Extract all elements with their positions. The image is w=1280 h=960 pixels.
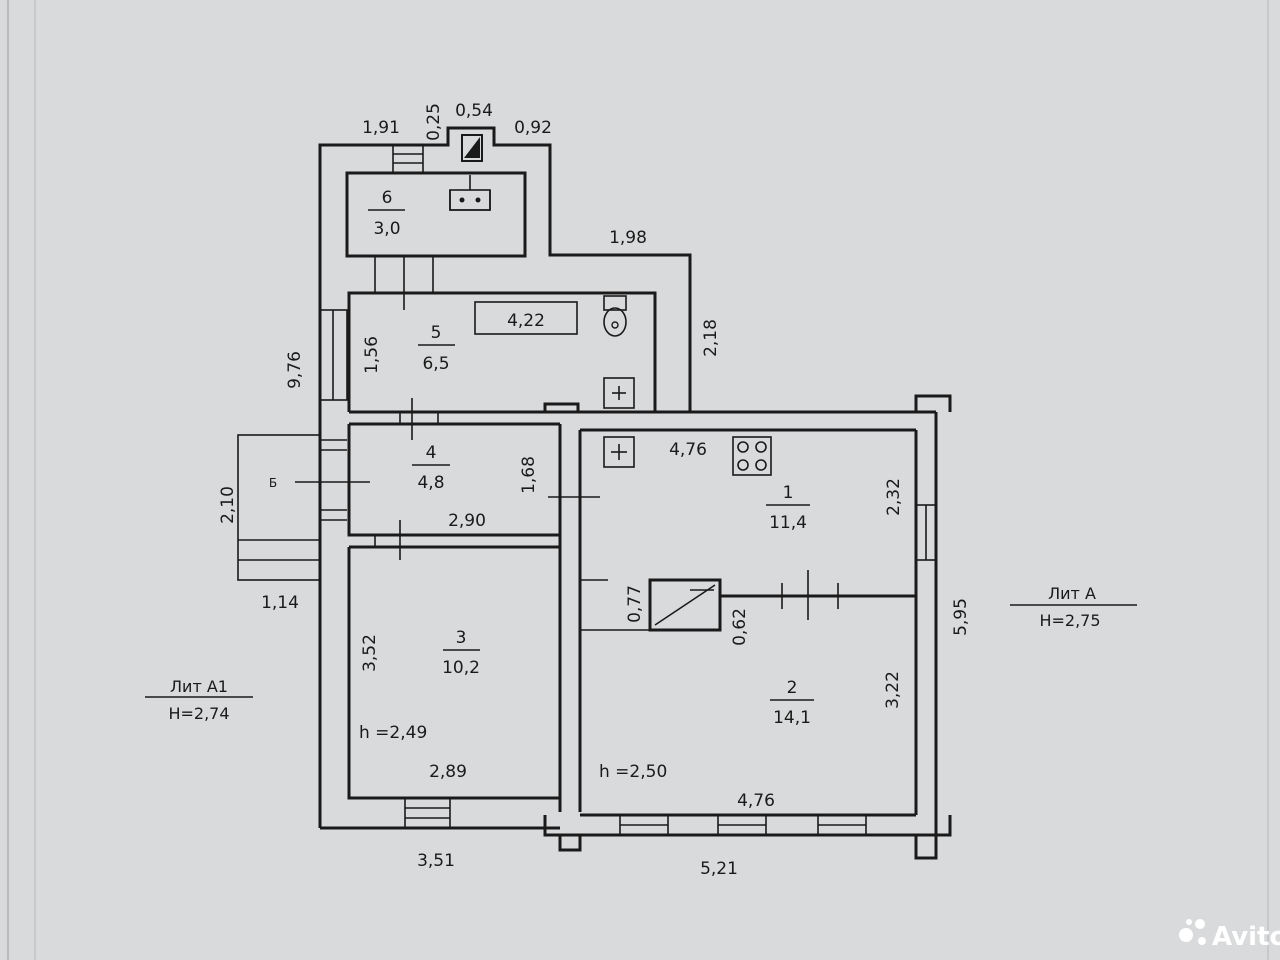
dim-right-annex: 2,18	[701, 319, 721, 357]
log-corner-tl	[543, 402, 580, 412]
room-2-area: 14,1	[773, 708, 811, 728]
washbasin-tap-left	[459, 197, 465, 203]
dim-room4-width: 2,90	[448, 511, 486, 531]
lit-a1-title: Лит А1	[170, 677, 228, 696]
dim-annex-bottom: 3,51	[417, 851, 455, 871]
log-corner-br	[914, 815, 952, 860]
log-corner-tr	[914, 394, 952, 412]
dim-step: 1,98	[609, 228, 647, 248]
room-1-area: 11,4	[769, 513, 807, 533]
dim-porch-width: 1,14	[261, 593, 299, 613]
room2-height: h =2,50	[599, 762, 667, 782]
dim-room4-depth: 1,68	[519, 456, 539, 494]
watermark-dot	[1179, 928, 1193, 942]
stove-burner	[755, 459, 767, 471]
toilet-drain	[611, 321, 619, 329]
window-bottom-room3	[404, 797, 451, 829]
room-1-number: 1	[783, 483, 794, 503]
lit-a1-height: Н=2,74	[168, 704, 229, 723]
boiler-icon-room1	[603, 436, 635, 468]
room3-height: h =2,49	[359, 723, 427, 743]
room-3-number: 3	[456, 628, 467, 648]
dim-main-bottom: 5,21	[700, 859, 738, 879]
room-6-area: 3,0	[373, 219, 400, 239]
stove-icon	[732, 436, 772, 476]
chimney-icon	[461, 134, 483, 162]
bathtub-icon	[474, 301, 578, 335]
washbasin-body	[449, 189, 491, 211]
porch-outline	[237, 434, 321, 581]
dim-main-length: 5,95	[951, 598, 971, 636]
room-6-outline	[345, 171, 527, 258]
washbasin-icon	[449, 190, 491, 211]
watermark-dot	[1186, 919, 1192, 925]
dim-room1-top: 4,76	[669, 440, 707, 460]
log-corner-bl	[543, 815, 582, 852]
dim-bathtub: 4,22	[507, 311, 545, 331]
dim-room3-width: 2,89	[429, 762, 467, 782]
room-4-number: 4	[426, 443, 437, 463]
toilet-bowl-icon	[603, 307, 627, 337]
chimney-fill	[464, 137, 480, 158]
dim-chimney-width: 0,54	[455, 101, 493, 121]
annex-outer-wall	[318, 126, 692, 828]
stove-burner	[737, 441, 749, 453]
lit-a-height: Н=2,75	[1039, 611, 1100, 630]
boiler-icon	[603, 377, 635, 409]
dim-room2-depth: 3,22	[883, 671, 903, 709]
watermark-dot	[1195, 919, 1205, 929]
dim-partition: 0,62	[730, 608, 750, 646]
dim-annex-length: 9,76	[285, 351, 305, 389]
washbasin-tap-right	[475, 197, 481, 203]
dim-room5-depth: 1,56	[362, 336, 382, 374]
watermark-dot	[1198, 937, 1206, 945]
dim-room2-width: 4,76	[737, 791, 775, 811]
stove-burner	[755, 441, 767, 453]
window-top-annex	[392, 144, 424, 174]
porch-label: Б	[269, 476, 277, 490]
dim-stove-depth: 0,77	[625, 585, 645, 623]
room-5-outline	[347, 291, 657, 412]
stove-burner	[737, 459, 749, 471]
stove-diagonal	[654, 584, 716, 626]
dim-chimney-depth: 0,25	[424, 103, 444, 141]
room-5-area: 6,5	[422, 354, 449, 374]
dim-room1-depth: 2,32	[884, 478, 904, 516]
room-2-number: 2	[787, 678, 798, 698]
toilet-tank-icon	[603, 295, 627, 311]
dim-porch-depth: 2,10	[218, 486, 238, 524]
room-4-area: 4,8	[417, 473, 444, 493]
room-3-outline	[347, 547, 560, 800]
room-4-outline	[347, 424, 560, 537]
room-3-area: 10,2	[442, 658, 480, 678]
room-5-number: 5	[431, 323, 442, 343]
dim-top-right: 0,92	[514, 118, 552, 138]
lit-a-title: Лит А	[1048, 584, 1096, 603]
heating-stove-icon	[648, 578, 722, 632]
avito-watermark: Avito	[1179, 919, 1280, 952]
dim-top-left: 1,91	[362, 118, 400, 138]
room-6-number: 6	[382, 188, 393, 208]
watermark-text: Avito	[1212, 922, 1280, 952]
dim-room3-depth: 3,52	[360, 634, 380, 672]
